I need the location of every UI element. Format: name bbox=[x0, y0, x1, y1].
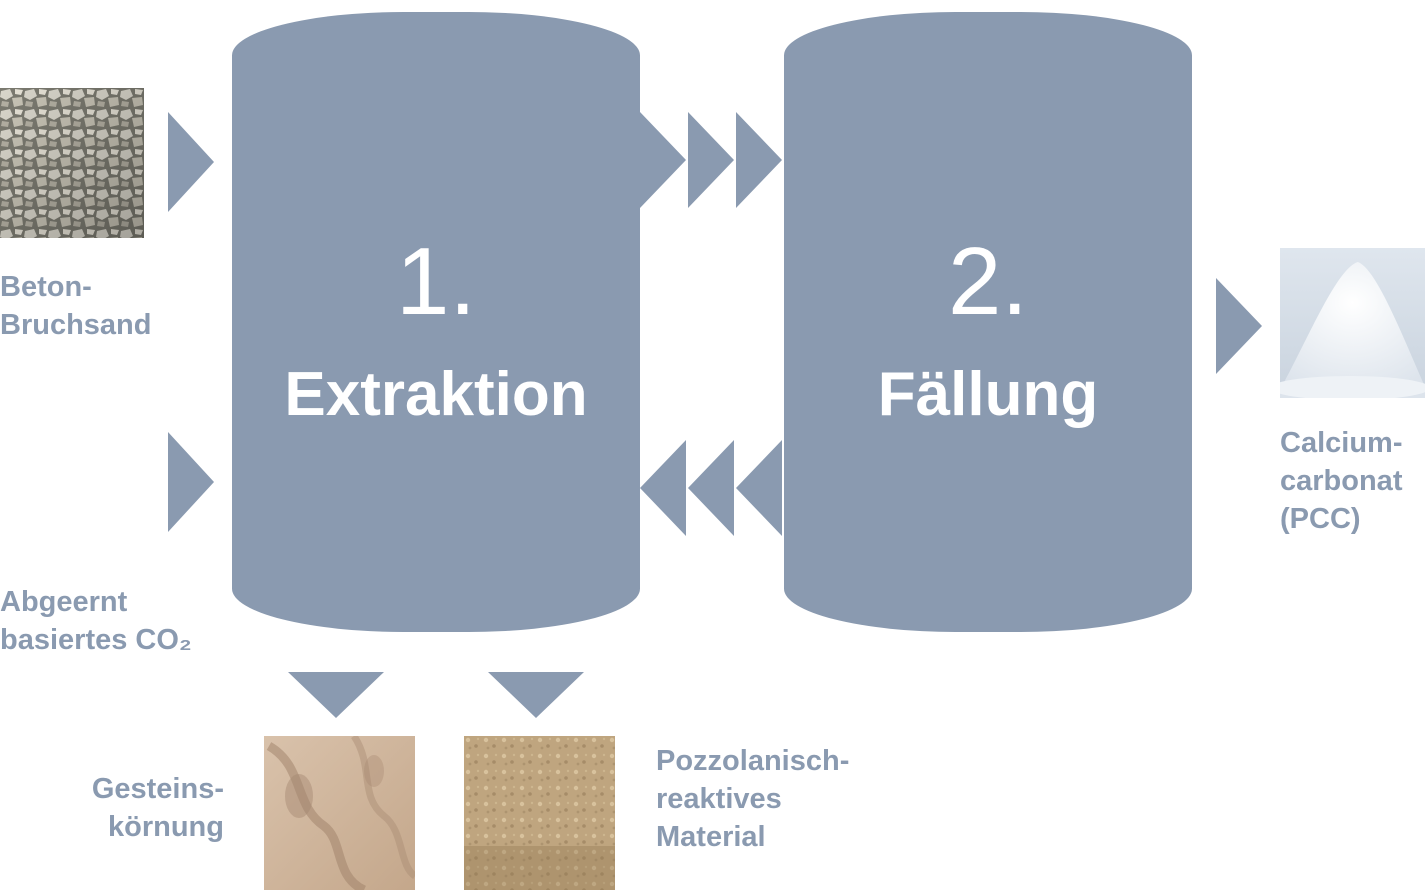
forward-arrow-3-icon bbox=[736, 112, 782, 208]
residue-right-arrow-icon bbox=[488, 672, 584, 718]
forward-arrow-1-icon bbox=[640, 112, 686, 208]
stage-2-label: Fällung bbox=[877, 360, 1099, 429]
input-top-arrow-icon bbox=[168, 112, 214, 212]
input-bottom-arrow-icon bbox=[168, 432, 214, 532]
stage-1-number: 1. bbox=[395, 228, 477, 335]
output-arrow-icon bbox=[1216, 278, 1262, 374]
return-arrow-2-icon bbox=[688, 440, 734, 536]
residue-right-caption: Pozzolanisch- reaktives Material bbox=[656, 745, 850, 853]
input-top-caption: Beton- Bruchsand bbox=[0, 271, 152, 341]
calcium-carbonate-powder-image bbox=[1280, 248, 1425, 398]
output-caption: Calcium- carbonat (PCC) bbox=[1280, 427, 1403, 535]
stage-1-label: Extraktion bbox=[284, 360, 588, 429]
precipitation-tank: 2. Fällung bbox=[784, 12, 1192, 632]
concrete-gravel-image bbox=[0, 88, 144, 238]
return-arrow-1-icon bbox=[640, 440, 686, 536]
forward-arrow-2-icon bbox=[688, 112, 734, 208]
return-arrow-3-icon bbox=[736, 440, 782, 536]
residue-left-caption: Gesteins- körnung bbox=[91, 773, 224, 843]
residue-left-arrow-icon bbox=[288, 672, 384, 718]
sand-image bbox=[264, 736, 415, 890]
input-bottom-caption: Abgeernt basiertes CO₂ bbox=[0, 586, 192, 656]
pozzolanic-material-image bbox=[464, 736, 615, 890]
extraction-tank: 1. Extraktion bbox=[232, 12, 640, 632]
stage-2-number: 2. bbox=[947, 228, 1029, 335]
